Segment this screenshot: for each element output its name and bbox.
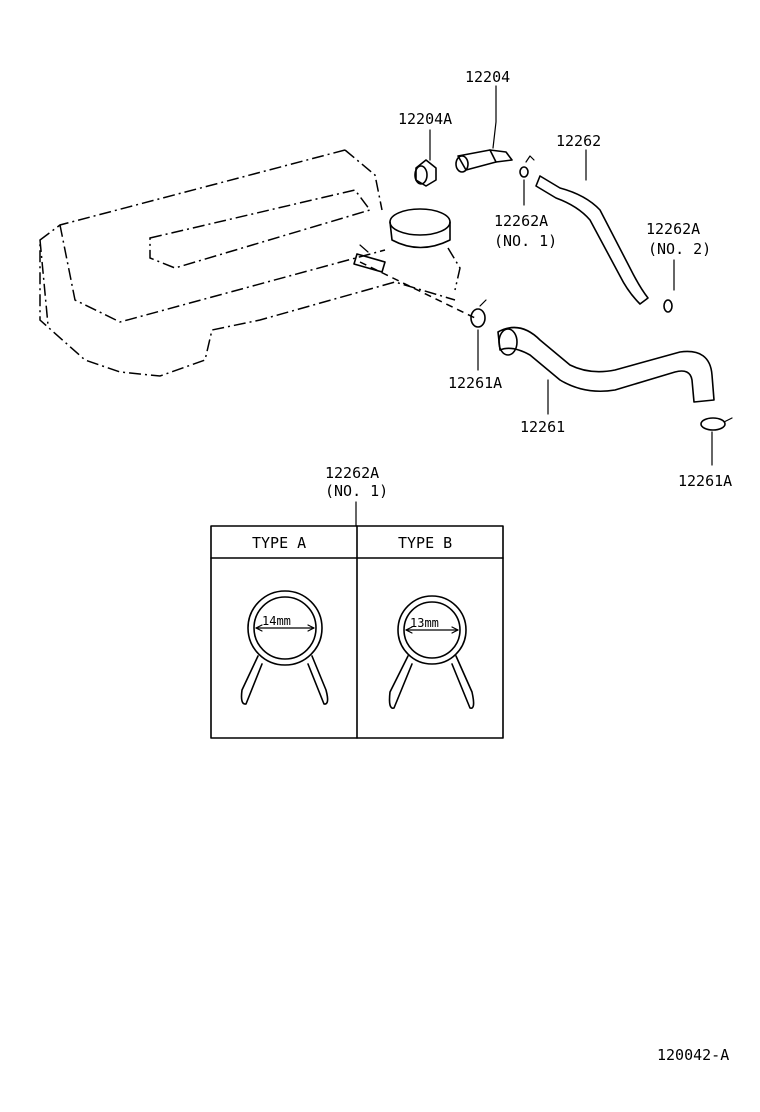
label-12261a-left: 12261A: [448, 374, 502, 392]
hose-clip-no2: [663, 299, 673, 313]
type-a-header: TYPE A: [252, 534, 306, 552]
label-12262: 12262: [556, 132, 601, 150]
hose-clip-no1: [519, 155, 535, 206]
hose-clip-12261a-right: [700, 417, 733, 466]
pcv-valve-12204: [455, 85, 513, 173]
label-12204a: 12204A: [398, 110, 452, 128]
type-b-clamp-drawing: 13mm: [388, 595, 475, 709]
label-12204: 12204: [465, 68, 510, 86]
ventilation-hose-12262: [535, 149, 675, 313]
figure-code: 120042-A: [657, 1046, 729, 1064]
cylinder-head-cover: [39, 149, 476, 377]
grommet-12204a: [414, 129, 437, 187]
clamp-table-title: 12262A: [325, 464, 379, 482]
hose-clip-12261a-left: [470, 299, 487, 371]
label-12262a-no1-sub: (NO. 1): [494, 232, 557, 250]
type-b-dimension: 13mm: [410, 616, 439, 630]
ventilation-hose-12261: [497, 326, 715, 415]
type-a-clamp-drawing: 14mm: [240, 590, 329, 705]
label-12262a-no2: 12262A: [646, 220, 700, 238]
type-a-dimension: 14mm: [262, 614, 291, 628]
pcv-port: [353, 253, 386, 273]
label-12261: 12261: [520, 418, 565, 436]
label-12262a-no1: 12262A: [494, 212, 548, 230]
label-12261a-right: 12261A: [678, 472, 732, 490]
label-12262a-no2-sub: (NO. 2): [648, 240, 711, 258]
clamp-type-table: 12262A (NO. 1) TYPE A TYPE B 14mm 13mm: [210, 464, 504, 739]
clamp-table-subtitle: (NO. 1): [325, 482, 388, 500]
oil-filler-cap: [389, 208, 451, 236]
type-b-header: TYPE B: [398, 534, 452, 552]
